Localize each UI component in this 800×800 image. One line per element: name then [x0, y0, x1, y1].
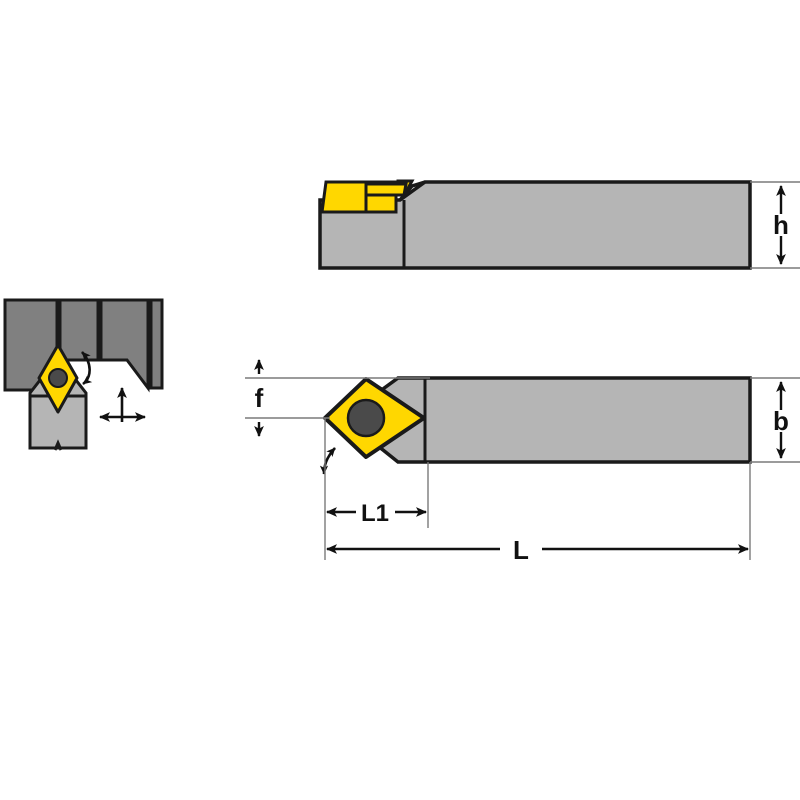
end-view-group	[3, 298, 164, 451]
workpiece-step-4	[149, 298, 164, 390]
dimension-h: h	[773, 185, 789, 265]
workpiece-profile	[3, 298, 164, 393]
feed-direction-arrows	[99, 387, 146, 422]
lead-angle-arc	[319, 447, 336, 475]
dimension-b: b	[773, 381, 789, 459]
top-view-insert	[323, 377, 426, 459]
end-view-insert	[37, 343, 79, 414]
side-view-group: h	[318, 179, 800, 270]
break-line	[53, 439, 63, 451]
dimension-h-label: h	[773, 210, 789, 240]
side-view-clamp-bar	[364, 182, 408, 197]
insert-hole	[48, 368, 68, 388]
dimension-L-label: L	[513, 535, 529, 565]
workpiece-step-2	[58, 298, 100, 362]
dimension-f: f	[254, 359, 264, 437]
top-view-group: f b L1 L	[245, 359, 800, 565]
dimension-b-label: b	[773, 406, 789, 436]
lead-angle-arc	[81, 351, 93, 386]
top-view-shank	[340, 376, 752, 464]
dimension-f-label: f	[255, 383, 264, 413]
dimension-L1: L1	[326, 500, 427, 527]
dimension-L1-label: L1	[361, 500, 389, 527]
dimension-L: L	[326, 535, 749, 565]
workpiece-step-3	[99, 298, 150, 393]
insert-clamp-hole	[346, 398, 386, 438]
